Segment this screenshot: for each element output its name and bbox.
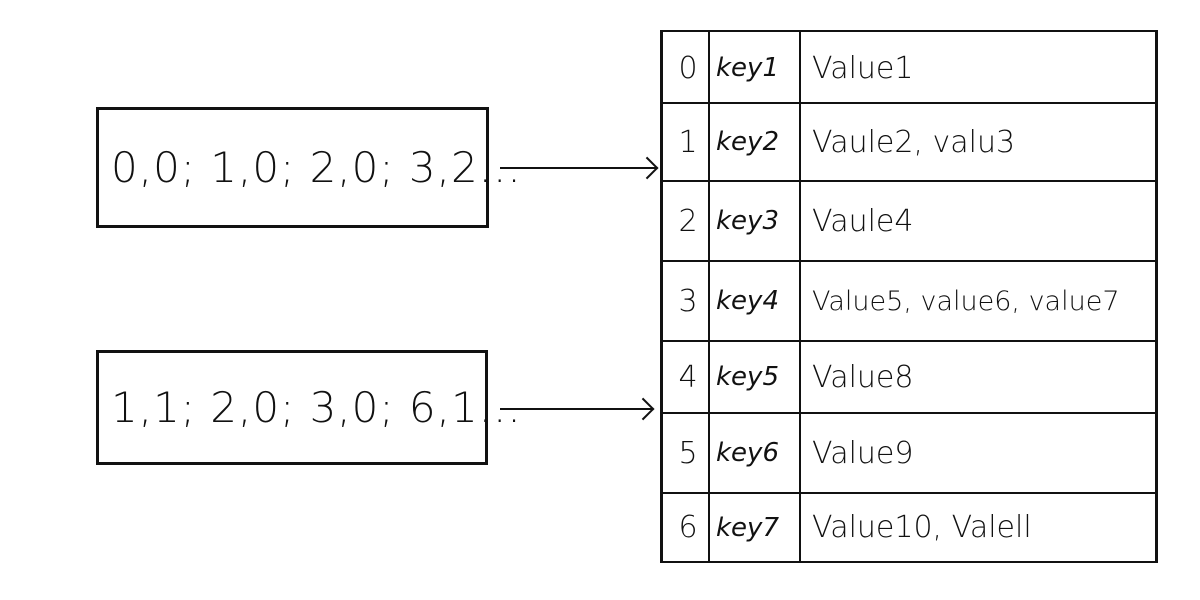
sequence-box-1: 0,0; 1,0; 2,0; 3,2... [96, 107, 521, 228]
table-row-index: 0 [678, 50, 698, 86]
sequence-text-1: 0,0; 1,0; 2,0; 3,2... [111, 143, 522, 192]
table-row-index: 6 [678, 510, 698, 545]
arrow-to-row-4 [500, 408, 652, 410]
table-row-index: 2 [678, 203, 698, 239]
table-row-index: 4 [678, 359, 698, 395]
table-row-key: key3 [716, 206, 779, 236]
table-row-value: Value10, Valell [812, 510, 1032, 545]
table-row-value: Value8 [812, 359, 914, 395]
table-row-key: key5 [716, 362, 779, 392]
table-row-index: 5 [678, 435, 698, 471]
table-border-top [660, 30, 1158, 32]
table-row-value: Value9 [812, 435, 914, 471]
table-row-value: Vaule2, valu3 [812, 124, 1016, 160]
row-divider [660, 492, 1158, 494]
arrow-to-row-1 [500, 167, 656, 169]
table-row-key: key7 [716, 512, 779, 543]
table-row-value: Value5, value6, value7 [812, 285, 1120, 317]
table-row-value: Value1 [812, 50, 914, 86]
row-divider [660, 340, 1158, 342]
column-divider-key-value [799, 30, 801, 563]
table-row-key: key2 [716, 127, 779, 157]
row-divider [660, 412, 1158, 414]
row-divider [660, 260, 1158, 262]
table-row-key: key1 [716, 53, 779, 83]
column-divider-index-key [708, 30, 710, 563]
table-border-right [1155, 30, 1158, 563]
table-row-key: key4 [716, 286, 779, 316]
table-row-index: 3 [678, 283, 698, 319]
row-divider [660, 180, 1158, 182]
table-row-value: Vaule4 [812, 203, 914, 239]
table-row-key: key6 [716, 438, 779, 468]
table-row-index: 1 [678, 124, 698, 160]
sequence-text-2: 1,1; 2,0; 3,0; 6,1... [111, 383, 522, 432]
sequence-box-2: 1,1; 2,0; 3,0; 6,1... [96, 350, 521, 465]
table-border-bottom [660, 561, 1158, 563]
table-border-left [660, 30, 663, 563]
hash-table: 0 key1 Value1 1 key2 Vaule2, valu3 2 key… [660, 30, 1160, 563]
row-divider [660, 102, 1158, 104]
